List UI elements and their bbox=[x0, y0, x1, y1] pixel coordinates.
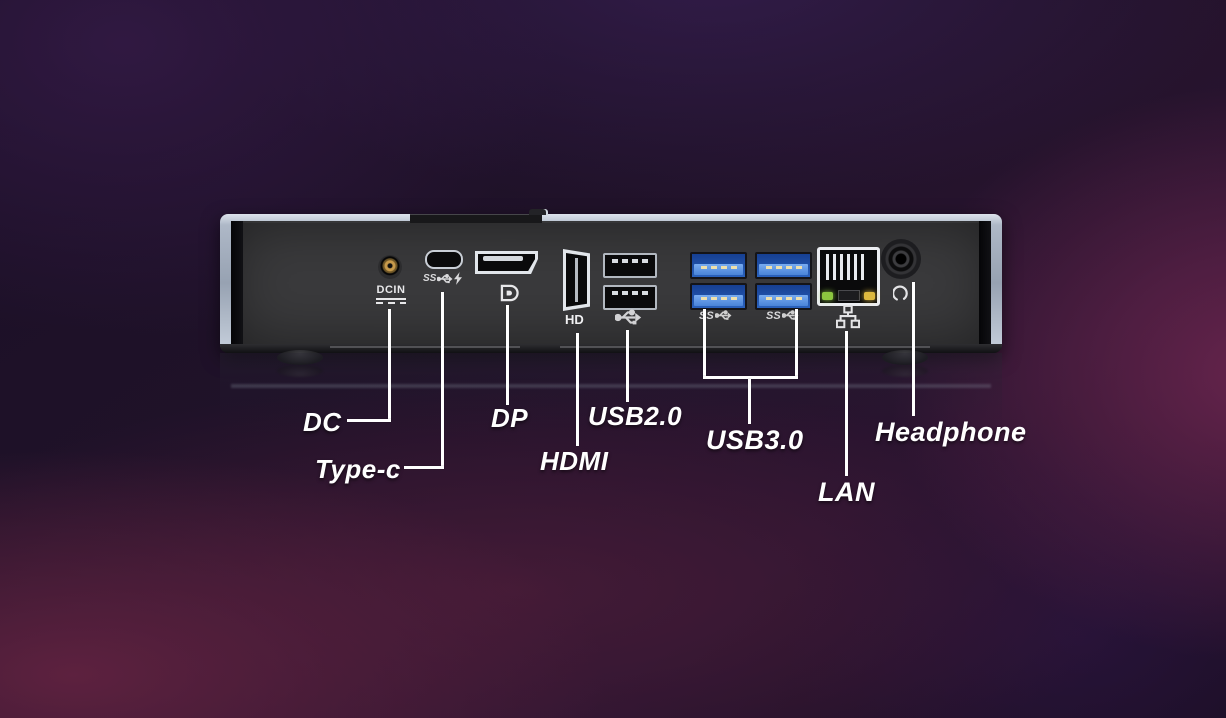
trident-icon bbox=[714, 309, 732, 322]
label-usb3: USB3.0 bbox=[706, 425, 804, 455]
rj45-contacts bbox=[826, 254, 865, 280]
displayport-slot bbox=[483, 256, 523, 261]
usb-c-port bbox=[425, 250, 463, 269]
hdmi-logo-marking: HD bbox=[565, 312, 584, 327]
ss-label: SS bbox=[766, 309, 781, 322]
bottom-edge-highlight bbox=[560, 346, 930, 348]
rubber-foot-right bbox=[882, 350, 928, 365]
chassis-bottom-edge bbox=[220, 344, 1002, 353]
usb-c-marking: SS bbox=[423, 272, 463, 285]
dc-in-jack bbox=[378, 255, 402, 279]
dcin-marking: DCIN bbox=[376, 284, 406, 296]
dc-symbol-dashed-line bbox=[376, 302, 406, 304]
callout-bracket-usb3 bbox=[703, 309, 706, 379]
headphone-icon bbox=[893, 285, 910, 302]
hdmi-slot bbox=[575, 258, 578, 302]
label-dc: DC bbox=[303, 407, 342, 437]
callout-line-type-c bbox=[404, 466, 444, 469]
usb2-port-bottom bbox=[603, 285, 657, 310]
lan-led-green bbox=[822, 292, 833, 300]
lightning-bolt-icon bbox=[454, 272, 463, 285]
usb3-ss-marking-right: SS bbox=[766, 309, 799, 322]
headphone-jack bbox=[881, 239, 921, 279]
callout-bracket-usb3 bbox=[795, 309, 798, 379]
chassis-reflection bbox=[220, 353, 1002, 443]
usb-trident-icon bbox=[615, 309, 642, 326]
callout-line-dc bbox=[388, 309, 391, 422]
usb3-tongue bbox=[694, 295, 743, 306]
ethernet-network-icon bbox=[836, 305, 860, 329]
chassis-top-notch bbox=[529, 209, 548, 215]
callout-line-headphone bbox=[912, 282, 915, 416]
label-lan: LAN bbox=[818, 477, 875, 507]
panel-left-gap bbox=[231, 221, 243, 345]
displayport-logo-icon bbox=[500, 284, 519, 302]
usb3-port-bottom-right bbox=[755, 283, 812, 310]
ss-label: SS bbox=[423, 273, 437, 284]
usb3-tongue bbox=[759, 264, 808, 275]
label-dp: DP bbox=[491, 403, 529, 433]
callout-line-type-c bbox=[441, 292, 444, 469]
hdmi-port bbox=[563, 249, 590, 311]
rim-reflection bbox=[231, 384, 991, 388]
label-usb2: USB2.0 bbox=[588, 401, 683, 431]
label-headphone: Headphone bbox=[875, 417, 1027, 447]
displayport-port bbox=[475, 251, 538, 274]
label-hdmi: HDMI bbox=[540, 446, 609, 476]
lan-led-amber bbox=[864, 292, 875, 300]
lan-rj45-port bbox=[817, 247, 880, 306]
usb3-port-bottom-left bbox=[690, 283, 747, 310]
rubber-foot-left bbox=[277, 350, 323, 365]
callout-line-dc bbox=[347, 419, 391, 422]
ss-label: SS bbox=[699, 309, 714, 322]
panel-right-gap bbox=[979, 221, 991, 345]
foot-reflection-right bbox=[882, 365, 928, 377]
usb3-port-top-left bbox=[690, 252, 747, 279]
usb2-port-top bbox=[603, 253, 657, 278]
chassis-top-vent-band bbox=[410, 214, 542, 223]
callout-line-usb2 bbox=[626, 330, 629, 402]
callout-line-lan bbox=[845, 331, 848, 476]
usb-contact-pins bbox=[612, 259, 648, 263]
usb3-ss-marking-left: SS bbox=[699, 309, 732, 322]
usb3-tongue bbox=[694, 264, 743, 275]
trident-icon bbox=[437, 273, 453, 285]
label-type-c: Type-c bbox=[315, 454, 401, 484]
rj45-clip-slot bbox=[837, 290, 860, 301]
usb-contact-pins bbox=[612, 291, 648, 295]
callout-bracket-usb3-stem bbox=[748, 379, 751, 424]
callout-bracket-usb3 bbox=[703, 376, 798, 379]
usb3-tongue bbox=[759, 295, 808, 306]
callout-line-hdmi bbox=[576, 333, 579, 446]
dc-symbol-solid-line bbox=[376, 298, 406, 300]
foot-reflection-left bbox=[277, 365, 323, 377]
usb3-port-top-right bbox=[755, 252, 812, 279]
callout-line-dp bbox=[506, 305, 509, 405]
bottom-edge-highlight bbox=[330, 346, 520, 348]
